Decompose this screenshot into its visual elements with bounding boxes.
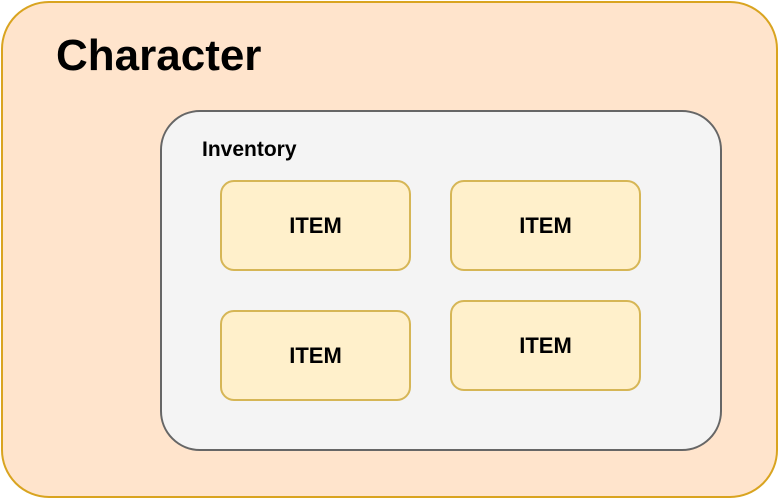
item-label: ITEM [289, 342, 342, 368]
item-label: ITEM [519, 332, 572, 358]
item-label: ITEM [519, 212, 572, 238]
inventory-item-2: ITEM [450, 180, 641, 271]
item-label: ITEM [289, 212, 342, 238]
character-title: Character [56, 31, 262, 80]
inventory-item-3: ITEM [220, 310, 411, 401]
inventory-item-4: ITEM [450, 300, 641, 391]
inventory-title: Inventory [202, 138, 297, 161]
inventory-item-1: ITEM [220, 180, 411, 271]
